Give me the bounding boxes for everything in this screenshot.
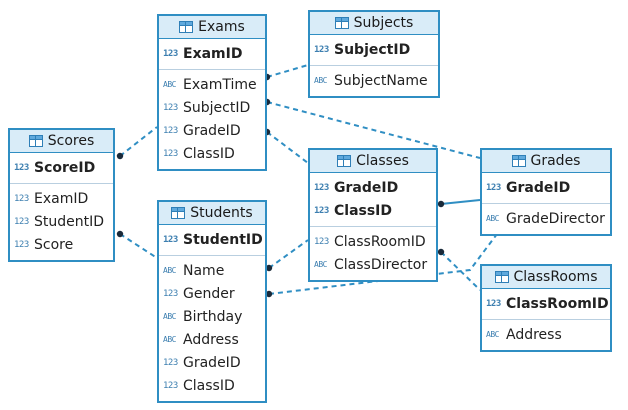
numeric-type-icon: 123 bbox=[163, 125, 178, 136]
entity-header-students[interactable]: Students bbox=[159, 202, 265, 225]
link-classes-classrooms[interactable] bbox=[440, 251, 481, 291]
numeric-type-icon: 123 bbox=[486, 182, 501, 193]
link-exams-subjects[interactable] bbox=[266, 64, 309, 78]
numeric-type-icon: 123 bbox=[163, 148, 178, 159]
entity-header-exams[interactable]: Exams bbox=[159, 16, 265, 39]
text-type-icon: ABC bbox=[314, 75, 327, 85]
text-type-icon: ABC bbox=[486, 213, 499, 223]
entity-title: ClassRooms bbox=[513, 269, 598, 285]
numeric-type-icon: 123 bbox=[14, 162, 29, 173]
entity-title: Subjects bbox=[353, 15, 414, 31]
numeric-type-icon: 123 bbox=[486, 298, 501, 309]
table-icon bbox=[179, 21, 194, 33]
link-exams-classes[interactable] bbox=[266, 131, 309, 164]
text-type-icon: ABC bbox=[314, 259, 327, 269]
numeric-type-icon: 123 bbox=[163, 380, 178, 391]
entity-title: Grades bbox=[530, 153, 581, 169]
table-icon bbox=[171, 207, 186, 219]
numeric-type-icon: 123 bbox=[314, 205, 329, 216]
numeric-type-icon: 123 bbox=[314, 44, 329, 55]
entity-title: Exams bbox=[198, 19, 245, 35]
entity-title: Classes bbox=[356, 153, 409, 169]
numeric-type-icon: 123 bbox=[14, 216, 29, 227]
link-students-classes[interactable] bbox=[268, 239, 309, 269]
table-icon bbox=[494, 271, 509, 283]
entity-title: Scores bbox=[47, 133, 95, 149]
numeric-type-icon: 123 bbox=[14, 239, 29, 250]
link-scores-exams[interactable] bbox=[119, 126, 158, 157]
numeric-type-icon: 123 bbox=[163, 234, 178, 245]
link-scores-students[interactable] bbox=[119, 233, 158, 259]
link-classes-grades-endpoint bbox=[437, 200, 445, 208]
link-students-grades-endpoint bbox=[265, 290, 273, 298]
text-type-icon: ABC bbox=[163, 79, 176, 89]
entity-header-grades[interactable]: Grades bbox=[482, 150, 610, 173]
table-icon bbox=[511, 155, 526, 167]
numeric-type-icon: 123 bbox=[14, 193, 29, 204]
text-type-icon: ABC bbox=[163, 334, 176, 344]
link-students-classes-endpoint bbox=[265, 264, 273, 272]
entity-header-scores[interactable]: Scores bbox=[10, 130, 113, 153]
table-icon bbox=[334, 17, 349, 29]
numeric-type-icon: 123 bbox=[163, 288, 178, 299]
table-icon bbox=[28, 135, 43, 147]
entity-title: Students bbox=[190, 205, 253, 221]
link-students-grades[interactable] bbox=[268, 233, 498, 295]
entity-header-subjects[interactable]: Subjects bbox=[310, 12, 438, 35]
text-type-icon: ABC bbox=[486, 329, 499, 339]
link-scores-students-endpoint bbox=[116, 230, 124, 238]
table-icon bbox=[337, 155, 352, 167]
text-type-icon: ABC bbox=[163, 311, 176, 321]
entity-header-classrooms[interactable]: ClassRooms bbox=[482, 266, 610, 289]
numeric-type-icon: 123 bbox=[314, 236, 329, 247]
text-type-icon: ABC bbox=[163, 265, 176, 275]
link-classes-grades[interactable] bbox=[440, 199, 481, 205]
entity-header-classes[interactable]: Classes bbox=[310, 150, 436, 173]
link-classes-classrooms-endpoint bbox=[437, 248, 445, 256]
link-scores-exams-endpoint bbox=[116, 152, 124, 160]
link-exams-grades[interactable] bbox=[266, 101, 481, 159]
numeric-type-icon: 123 bbox=[314, 182, 329, 193]
numeric-type-icon: 123 bbox=[163, 48, 178, 59]
numeric-type-icon: 123 bbox=[163, 357, 178, 368]
numeric-type-icon: 123 bbox=[163, 102, 178, 113]
